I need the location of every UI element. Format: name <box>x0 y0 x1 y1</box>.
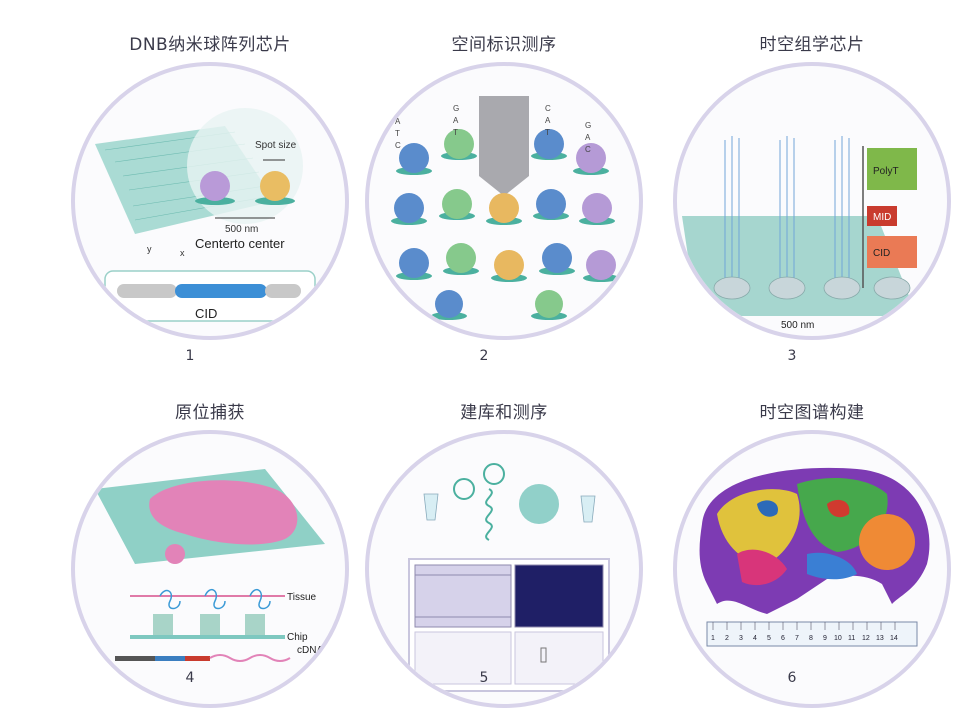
panel-in-situ-capture: 原位捕获 Tissue Chip cDNA 4 <box>60 398 360 728</box>
panel-spatial-sequencing: 空间标识测序 A <box>354 30 654 364</box>
sequencing-illustration: A T C G A T C A T G A C <box>391 96 619 320</box>
panel-title: 时空图谱构建 <box>759 403 865 423</box>
cid-bar <box>175 284 267 298</box>
ruler-tick: 10 <box>834 635 842 642</box>
spatial-chip-illustration: PolyT MID CID 500 nm <box>682 136 917 331</box>
panel-title: 建库和测序 <box>460 403 548 423</box>
base-letter: T <box>453 128 458 137</box>
tube-icon <box>580 495 596 523</box>
diagram-circle: PolyT MID CID 500 nm <box>673 62 951 340</box>
base-letter: A <box>395 117 401 126</box>
mid-block <box>867 206 897 226</box>
diagram-circle: Spot size 500 nm Centerto center y x CID <box>71 62 349 340</box>
panel-number: 4 <box>185 670 195 686</box>
ruler-tick: 8 <box>809 635 813 642</box>
ruler-tick: 14 <box>890 635 898 642</box>
panel-title: DNB纳米球阵列芯片 <box>129 35 291 55</box>
axis-x-label: x <box>180 248 185 258</box>
base-letter: A <box>585 133 591 142</box>
base-letter: C <box>585 145 591 154</box>
region-orange <box>859 514 915 570</box>
dnb-chip-illustration: Spot size 500 nm Centerto center y x CID <box>95 108 316 322</box>
panel-spatial-atlas: 时空图谱构建 1 2 3 <box>662 398 962 728</box>
panel-dnb-chip: DNB纳米球阵列芯片 Spot size 500 nm Centerto cen… <box>60 30 360 364</box>
base-letter: G <box>585 121 591 130</box>
ruler-tick: 2 <box>725 635 729 642</box>
ruler-tick: 4 <box>753 635 757 642</box>
ruler-tick: 3 <box>739 635 743 642</box>
diagram-circle: A T C G A T C A T G A C <box>365 62 643 340</box>
panel-number: 1 <box>185 348 195 364</box>
base-letter: T <box>545 128 550 137</box>
panel-number: 6 <box>787 670 797 686</box>
cid-label: CID <box>195 306 217 321</box>
library-sequencing-illustration <box>408 463 610 692</box>
base-letter: A <box>453 116 459 125</box>
diagram-circle <box>365 430 643 708</box>
dnb-balls <box>391 129 619 320</box>
in-situ-capture-illustration: Tissue Chip cDNA <box>95 469 325 662</box>
ruler-tick: 7 <box>795 635 799 642</box>
panel-title: 原位捕获 <box>175 403 245 423</box>
cdna-label: cDNA <box>297 645 323 656</box>
ruler-tick: 6 <box>781 635 785 642</box>
ruler-tick: 13 <box>876 635 884 642</box>
diagram-circle: 1 2 3 4 5 6 7 8 9 10 11 12 13 14 <box>673 430 951 708</box>
distance-label: 500 nm <box>781 320 814 331</box>
distance-label: 500 nm <box>225 224 258 235</box>
chip-label: Chip <box>287 632 308 643</box>
spot-size-label: Spot size <box>255 140 297 151</box>
ruler-tick: 12 <box>862 635 870 642</box>
base-letter: G <box>453 104 459 113</box>
base-letter: T <box>395 129 400 138</box>
panel-number: 3 <box>787 348 797 364</box>
tissue-label: Tissue <box>287 592 317 603</box>
panel-spatial-chip: 时空组学芯片 PolyT MID CID 500 nm 3 <box>662 30 962 364</box>
base-letter: A <box>545 116 551 125</box>
cid-block <box>867 236 917 268</box>
panel-number: 5 <box>479 670 489 686</box>
dnb-ball-purple <box>200 171 230 201</box>
ruler-tick: 9 <box>823 635 827 642</box>
sequencer-tip <box>479 96 529 196</box>
sequencer-screen <box>514 564 604 628</box>
spatial-atlas-illustration: 1 2 3 4 5 6 7 8 9 10 11 12 13 14 <box>699 467 930 647</box>
tissue-section <box>149 480 298 545</box>
axis-y-label: y <box>147 244 152 254</box>
polyt-strands <box>724 136 850 286</box>
panel-library-sequencing: 建库和测序 5 <box>354 398 654 728</box>
ruler-tick: 5 <box>767 635 771 642</box>
polyt-block <box>867 148 917 190</box>
dnb-ball-orange <box>260 171 290 201</box>
tube-icon <box>423 493 439 521</box>
base-letter: C <box>395 141 401 150</box>
panel-title: 空间标识测序 <box>451 35 557 55</box>
panel-title: 时空组学芯片 <box>759 35 865 55</box>
scale-ruler <box>706 621 918 647</box>
cid-label: CID <box>873 248 890 259</box>
center-to-center-label: Centerto center <box>195 236 285 251</box>
polyt-label: PolyT <box>873 166 899 177</box>
ruler-tick: 11 <box>848 635 855 642</box>
mid-label: MID <box>873 212 891 223</box>
diagram-circle: Tissue Chip cDNA <box>71 430 349 708</box>
panel-number: 2 <box>479 348 489 364</box>
base-letter: C <box>545 104 551 113</box>
dnb-cluster <box>519 484 559 524</box>
ruler-tick: 1 <box>711 635 715 642</box>
